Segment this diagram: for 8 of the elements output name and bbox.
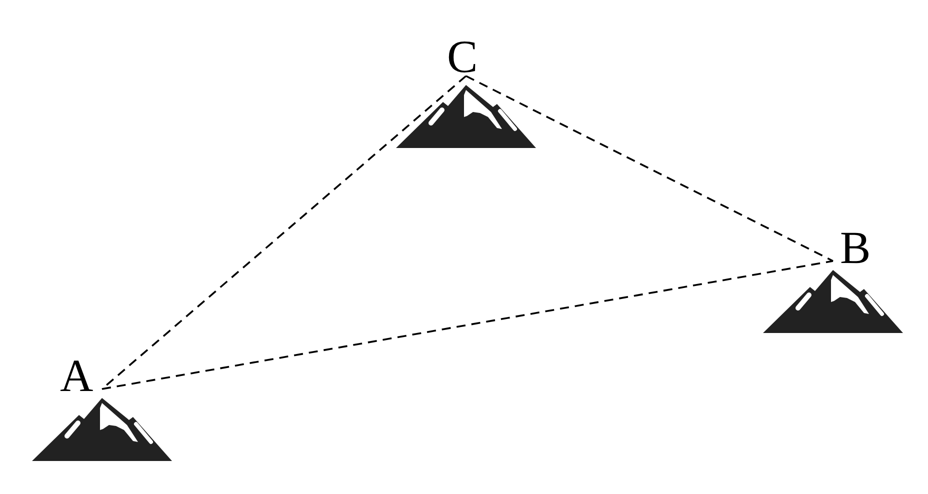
point-label: B [840,231,871,266]
point-label: A [60,359,94,394]
dashed-line [102,260,834,390]
dashed-line [466,75,834,262]
point-label: C [447,40,478,74]
mountain-picture [32,398,172,461]
mountain-picture [396,85,536,148]
mountain-picture [763,270,903,333]
